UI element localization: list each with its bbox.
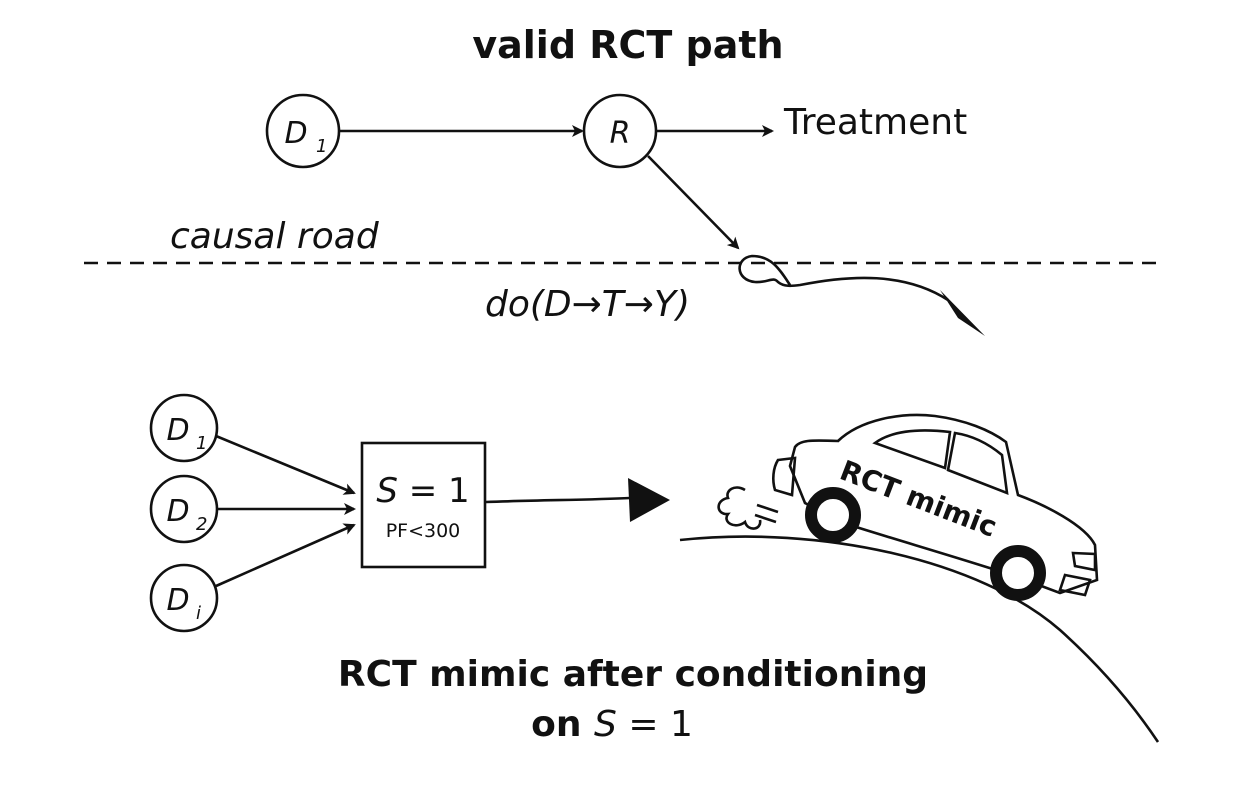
node-d1-bottom: D 1 <box>149 393 219 463</box>
node-di-bottom-label: D <box>166 583 189 618</box>
causal-road-label: causal road <box>170 216 380 257</box>
treatment-label: Treatment <box>783 102 967 143</box>
detour-arrowhead-icon <box>940 290 985 336</box>
node-d1-top-sub: 1 <box>316 136 327 157</box>
node-d1-top: D 1 <box>265 93 341 169</box>
do-operator-label: do(D→T→Y) <box>485 284 690 325</box>
caption-line-2-prefix: on <box>531 704 594 745</box>
node-r: R <box>582 93 658 169</box>
loop-detour-path <box>738 254 949 302</box>
node-d2-bottom-label: D <box>166 494 189 529</box>
node-d1-bottom-sub: 1 <box>196 433 207 454</box>
edge-selection-to-car <box>485 496 631 504</box>
edge-r-to-road <box>647 155 740 250</box>
caption-line-2-var: S <box>594 704 617 745</box>
hill-curve <box>679 535 1160 743</box>
selection-arrowhead-icon <box>628 478 670 522</box>
selection-condition-label: S = 1 <box>376 471 469 511</box>
edge-d1-to-selection <box>215 434 356 495</box>
node-di-bottom: D i <box>149 563 219 633</box>
node-di-bottom-sub: i <box>196 603 201 624</box>
exhaust-puff-icon <box>717 486 762 530</box>
top-title: valid RCT path <box>472 23 783 67</box>
caption-line-1: RCT mimic after conditioning <box>338 654 928 695</box>
caption-line-2: on S = 1 <box>531 704 693 745</box>
node-d2-bottom: D 2 <box>149 474 219 544</box>
car-label: RCT mimic <box>835 454 1001 544</box>
car-icon: RCT mimic <box>717 413 1099 601</box>
node-d1-top-label: D <box>284 116 307 151</box>
selection-threshold-label: PF<300 <box>386 520 461 542</box>
caption-line-2-suffix: = 1 <box>617 704 693 745</box>
edge-di-to-selection <box>215 523 356 588</box>
node-d2-bottom-sub: 2 <box>196 514 207 535</box>
node-r-label: R <box>610 116 631 151</box>
selection-box: S = 1 PF<300 <box>360 441 487 569</box>
node-d1-bottom-label: D <box>166 413 189 448</box>
